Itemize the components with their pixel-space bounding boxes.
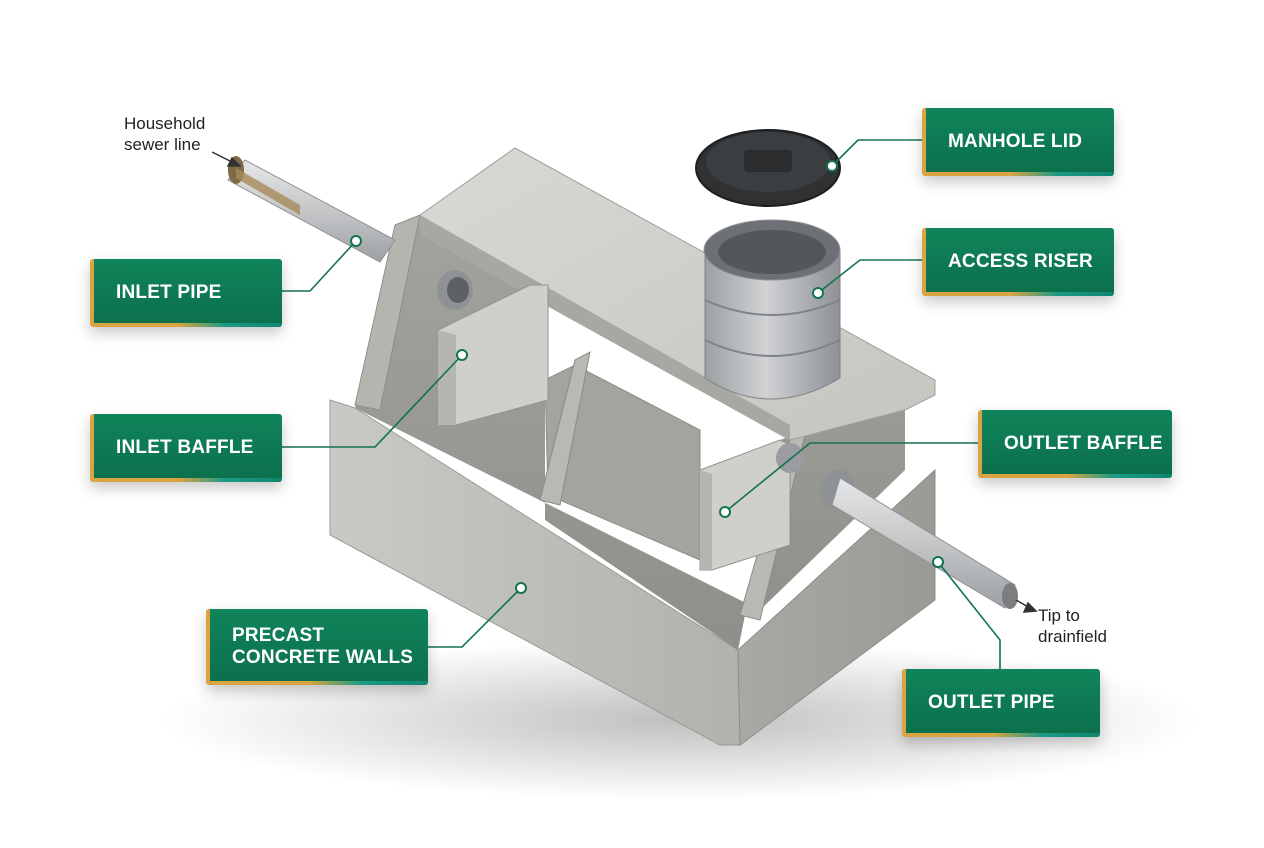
callout-outlet-baffle: OUTLET BAFFLE: [978, 410, 1172, 478]
inlet-baffle-edge: [438, 330, 456, 425]
leader-access-riser: [817, 259, 922, 294]
riser-rib-2: [704, 339, 841, 357]
inlet-pipe-fitting-hole: [447, 277, 469, 303]
callout-access-riser: ACCESS RISER: [922, 228, 1114, 296]
dot-precast-walls: [515, 582, 527, 594]
outlet-baffle-edge: [700, 470, 712, 570]
leader-outlet-pipe: [937, 561, 1001, 670]
callout-inlet-pipe: INLET PIPE: [90, 259, 282, 327]
partition-edge: [539, 351, 591, 506]
note-tip-to-drainfield: Tip to drainfield: [1038, 606, 1107, 646]
flow-arrows: [211, 151, 1038, 613]
manhole-lid-emblem: [744, 150, 792, 172]
callout-inlet-baffle: INLET BAFFLE: [90, 414, 282, 482]
inlet-pipe-body: [227, 159, 396, 263]
leader-outlet-baffle: [724, 442, 978, 513]
leader-lines: [282, 139, 1001, 670]
tank-right-wall: [737, 468, 936, 746]
access-riser-body: [704, 249, 841, 400]
arrow-to-drainfield-head: [1022, 601, 1038, 613]
outlet-pipe-opening: [1002, 583, 1018, 609]
dot-inlet-baffle: [456, 349, 468, 361]
leader-inlet-pipe: [282, 240, 357, 292]
callout-outlet-pipe: OUTLET PIPE: [902, 669, 1100, 737]
leader-inlet-baffle: [282, 354, 463, 448]
dot-outlet-baffle: [719, 506, 731, 518]
arrow-into-inlet-head: [226, 156, 242, 167]
riser-rib-1: [704, 299, 841, 316]
leader-manhole-lid: [831, 139, 922, 167]
leader-precast-walls: [428, 587, 522, 648]
leader-dots: [350, 160, 944, 594]
callout-manhole-lid: MANHOLE LID: [922, 108, 1114, 176]
dot-outlet-pipe: [932, 556, 944, 568]
callout-precast-walls: PRECAST CONCRETE WALLS: [206, 609, 428, 685]
dot-inlet-pipe: [350, 235, 362, 247]
note-household-sewer-line: Household sewer line: [124, 114, 206, 154]
access-riser-inner: [718, 230, 826, 274]
outlet-pipe-body: [831, 477, 1016, 609]
inlet-pipe-residue: [236, 168, 300, 215]
outlet-tee: [776, 443, 804, 473]
dot-access-riser: [812, 287, 824, 299]
dot-manhole-lid: [826, 160, 838, 172]
top-slab-edge: [420, 215, 790, 440]
